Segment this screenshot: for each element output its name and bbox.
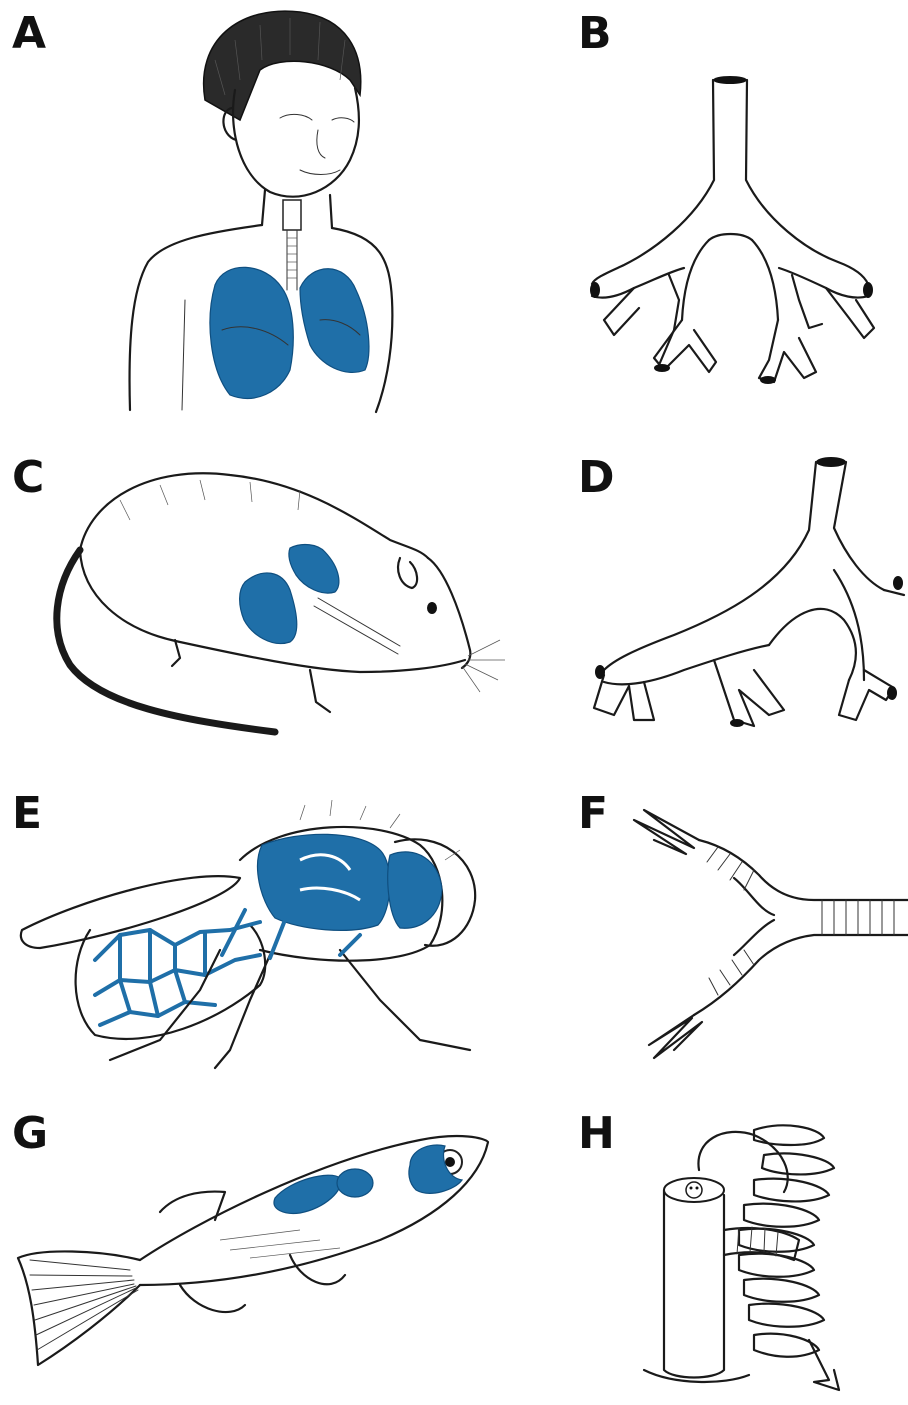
panel-d: D bbox=[454, 420, 908, 750]
fly-tracheal-system-illustration bbox=[0, 750, 454, 1080]
human-lungs-illustration bbox=[0, 0, 454, 420]
panel-b: B bbox=[454, 0, 908, 420]
panel-h: H bbox=[454, 1080, 908, 1405]
panel-f: F bbox=[454, 750, 908, 1080]
fish-gill-arch-diagram bbox=[454, 1080, 908, 1405]
rat-lungs-illustration bbox=[0, 420, 454, 750]
panel-g: G bbox=[0, 1080, 454, 1405]
fish-swim-bladder-illustration bbox=[0, 1080, 454, 1405]
panel-e: E bbox=[0, 750, 454, 1080]
insect-trachea-branch-diagram bbox=[454, 750, 908, 1080]
rat-airway-tree-diagram bbox=[454, 420, 908, 750]
human-airway-tree-diagram bbox=[454, 0, 908, 420]
panel-a: A bbox=[0, 0, 454, 420]
panel-c: C bbox=[0, 420, 454, 750]
